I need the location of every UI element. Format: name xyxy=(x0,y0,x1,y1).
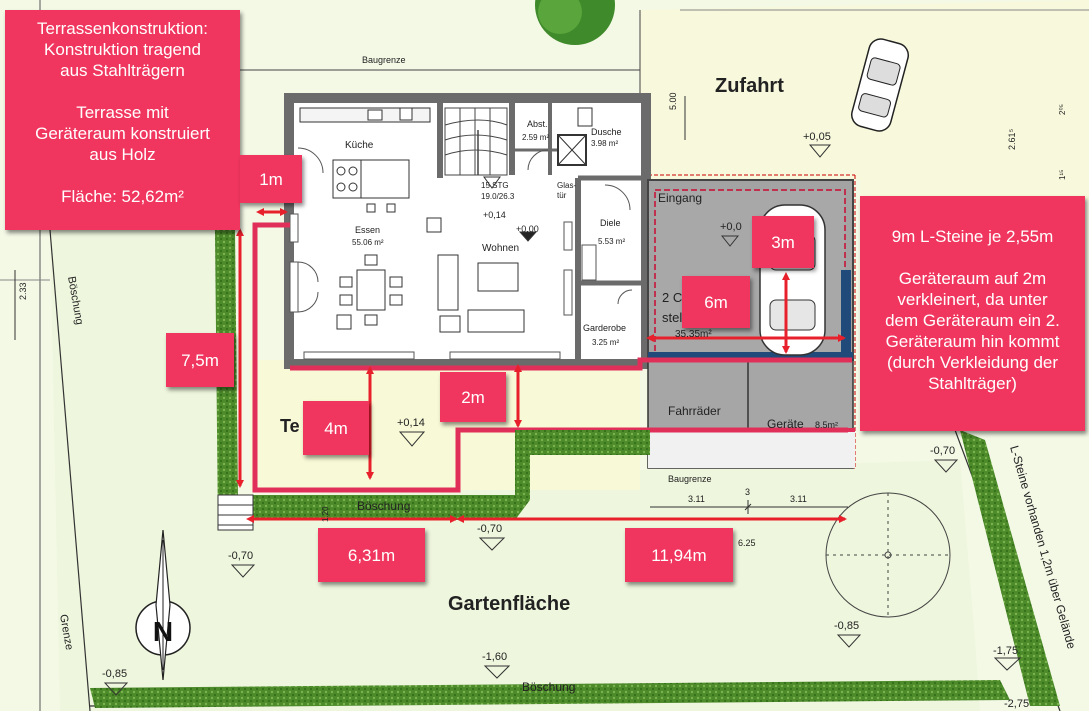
level-m070-right: -0,70 xyxy=(930,445,955,457)
dim-3: 3 xyxy=(745,487,750,497)
room-stg: 15 STG xyxy=(481,181,509,190)
compass-north-label: N xyxy=(153,616,173,647)
room-abst: Abst. xyxy=(527,119,548,129)
level-p000: +0,00 xyxy=(516,224,539,234)
dining-table xyxy=(336,254,403,330)
level-m085-right: -0,85 xyxy=(834,620,859,632)
doors xyxy=(297,147,633,313)
callout-l-steine: 9m L-Steine je 2,55m Geräteraum auf 2m v… xyxy=(860,196,1085,431)
storage-lower xyxy=(648,432,855,468)
room-glastuer-2: tür xyxy=(557,191,567,200)
callout-7-5m: 7,5m xyxy=(166,333,234,387)
level-markers xyxy=(103,144,1022,696)
room-abst-area: 2.59 m² xyxy=(522,133,549,142)
room-essen-area: 55.06 m² xyxy=(352,238,384,247)
windows xyxy=(289,213,597,360)
hedge xyxy=(90,680,1010,708)
boundary-line xyxy=(49,229,91,712)
steps xyxy=(217,494,254,531)
callout-4m: 4m xyxy=(303,401,369,455)
room-garderobe: Garderobe xyxy=(583,323,626,333)
level-m070-left: -0,70 xyxy=(228,550,253,562)
callout-2m: 2m xyxy=(440,372,506,422)
callout-6-31m: 6,31m xyxy=(318,528,425,582)
measurement-arrows xyxy=(236,208,847,523)
level-m175: -1,75 xyxy=(993,645,1018,657)
room-carport-area: 35.35m² xyxy=(675,329,712,340)
hedge xyxy=(515,430,530,520)
callout-3m: 3m xyxy=(752,216,814,268)
room-fahrraeder: Fahrräder xyxy=(668,404,721,418)
level-p014-ter: +0,14 xyxy=(397,417,425,429)
dimension-lines xyxy=(14,96,848,514)
zufahrt-label: Zufahrt xyxy=(715,75,784,97)
room-carport-1: 2 C xyxy=(662,290,682,305)
hedge xyxy=(960,430,1060,706)
baugrenze-label-bottom: Baugrenze xyxy=(668,474,712,484)
boeschung-label-bottom: Böschung xyxy=(522,680,575,694)
callout-terrace-construction: Terrassenkonstruktion: Konstruktion trag… xyxy=(5,10,240,230)
dim-625: 6.25 xyxy=(738,538,756,548)
level-p014-in: +0,14 xyxy=(483,210,506,220)
garden-tree-icon xyxy=(825,492,951,618)
room-geraete: Geräte xyxy=(767,417,804,431)
carport-floor-strip xyxy=(648,352,853,360)
room-dusche-area: 3.98 m² xyxy=(591,139,618,148)
dim-233: 2.33 xyxy=(18,282,28,300)
garden-area xyxy=(50,230,980,711)
dim-115: 1¹⁵ xyxy=(1058,170,1067,180)
level-m275: -2,75 xyxy=(1004,698,1029,710)
room-eingang: Eingang xyxy=(658,191,702,205)
callout-1m: 1m xyxy=(240,155,302,203)
kitchen-counter xyxy=(299,107,431,213)
dim-311b: 3.11 xyxy=(790,494,807,504)
hedge xyxy=(238,495,515,520)
hedge xyxy=(530,430,650,455)
gartenflaeche-label: Gartenfläche xyxy=(448,593,570,615)
level-p00-eingang: +0,0 xyxy=(720,221,742,233)
baugrenze-label: Baugrenze xyxy=(362,55,406,65)
room-terrasse: Te xyxy=(280,416,300,436)
sofa xyxy=(426,217,525,333)
room-essen: Essen xyxy=(355,225,380,235)
dim-311a: 3.11 xyxy=(688,494,705,504)
room-carport-2: stel xyxy=(662,310,682,325)
callout-6m: 6m xyxy=(682,276,750,328)
room-dusche: Dusche xyxy=(591,127,622,137)
room-stg-ratio: 19.0/26.3 xyxy=(481,192,515,201)
level-m070-mid: -0,70 xyxy=(477,523,502,535)
level-m160: -1,60 xyxy=(482,651,507,663)
shower-icon xyxy=(557,134,587,166)
carport-edge xyxy=(841,270,851,360)
room-kueche: Küche xyxy=(345,140,374,151)
compass-icon: N xyxy=(135,529,191,681)
wc-icon xyxy=(577,107,593,127)
callout-11-94m: 11,94m xyxy=(625,528,733,582)
dim-120: 1.20 xyxy=(321,506,330,522)
level-p005: +0,05 xyxy=(803,131,831,143)
room-garderobe-area: 3.25 m² xyxy=(592,338,619,347)
dim-205: 2⁰⁵ xyxy=(1058,104,1067,115)
room-diele: Diele xyxy=(600,218,621,228)
dim-500: 5.00 xyxy=(668,92,678,110)
room-wohnen: Wohnen xyxy=(482,243,519,254)
tree-top xyxy=(538,0,582,34)
car-icon xyxy=(850,38,910,132)
boeschung-label: Böschung xyxy=(357,499,410,513)
staircase-icon xyxy=(444,107,508,176)
room-diele-area: 5.53 m² xyxy=(598,237,625,246)
terrace-outline-top xyxy=(290,357,852,371)
dim-261: 2.61⁵ xyxy=(1007,128,1017,150)
level-m085-left: -0,85 xyxy=(102,668,127,680)
room-glastuer-1: Glas- xyxy=(557,181,576,190)
room-geraete-area: 8.5m² xyxy=(815,420,838,430)
